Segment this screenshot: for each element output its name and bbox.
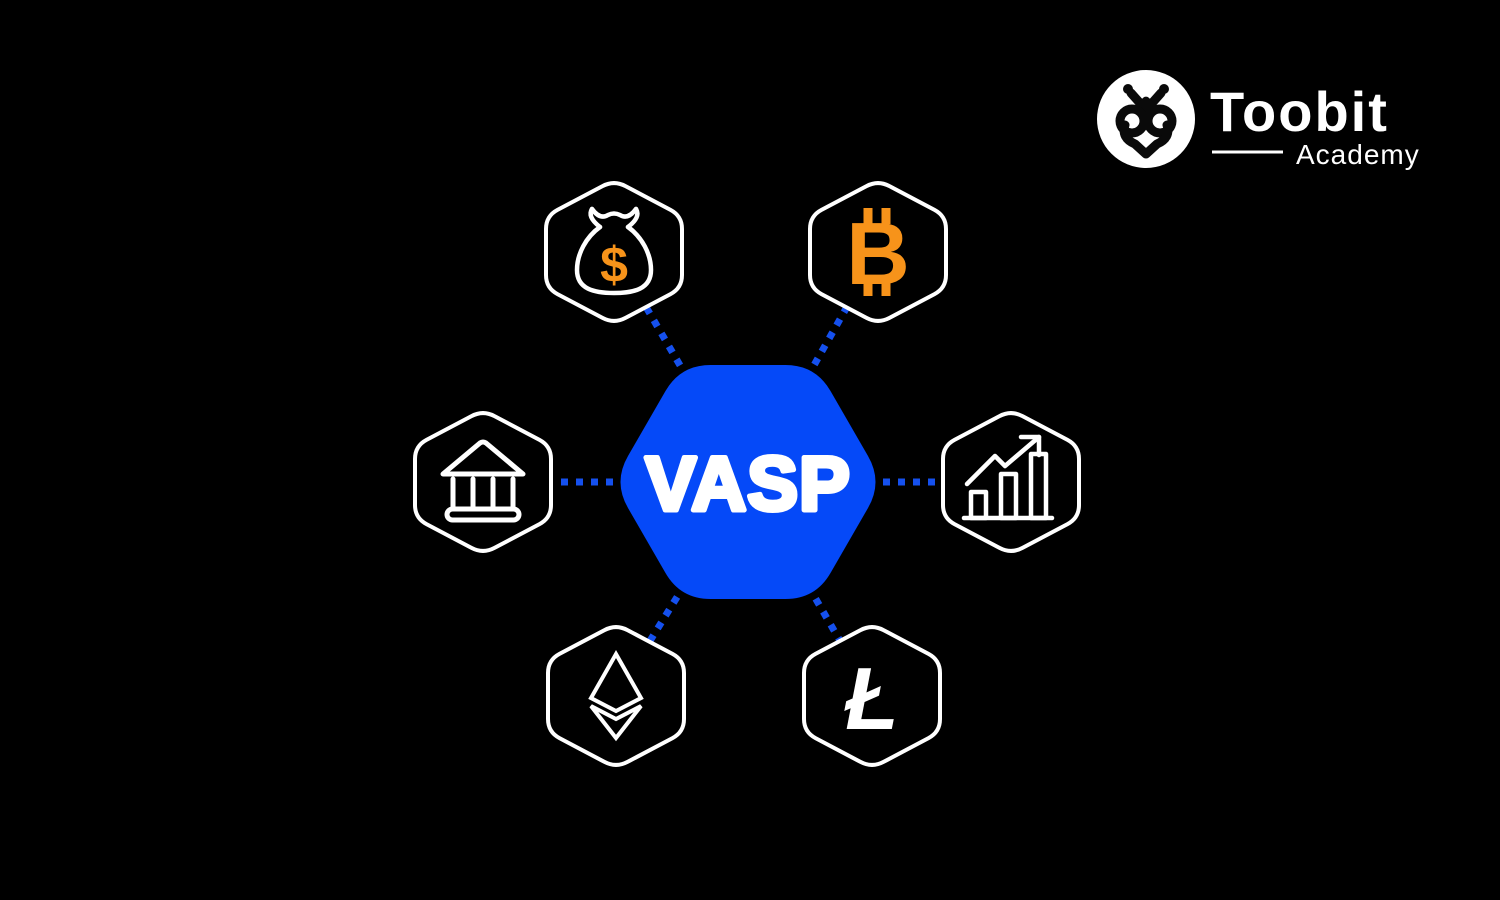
vasp-center-node: VASP [620, 365, 876, 599]
node-bank [413, 411, 553, 553]
dollar-symbol: $ [600, 237, 628, 293]
hexagon-outline [546, 625, 686, 767]
brand-division: Academy [1296, 139, 1420, 170]
node-bitcoin: B [808, 181, 948, 323]
toobit-bee-icon [1097, 70, 1195, 168]
node-litecoin: Ł [802, 625, 942, 767]
bitcoin-icon: B [846, 204, 910, 303]
bank-icon [440, 439, 526, 523]
node-ethereum [546, 625, 686, 767]
vasp-hexagon [620, 365, 876, 599]
node-money-bag: $ [544, 181, 684, 323]
bitcoin-prongs [863, 208, 891, 296]
ethereum-icon [588, 649, 644, 742]
vasp-label: VASP [645, 442, 850, 527]
litecoin-icon: Ł [844, 649, 899, 748]
bitcoin-b-glyph: B [846, 204, 910, 303]
hexagon-outline [413, 411, 553, 553]
toobit-academy-logo: Toobit Academy [1097, 70, 1420, 170]
hexagon-outline [941, 411, 1081, 553]
node-growth-chart [941, 411, 1081, 553]
brand-name: Toobit [1210, 80, 1389, 143]
litecoin-l-glyph: Ł [844, 649, 899, 748]
growth-chart-icon [961, 434, 1055, 521]
money-bag-icon: $ [574, 206, 654, 296]
